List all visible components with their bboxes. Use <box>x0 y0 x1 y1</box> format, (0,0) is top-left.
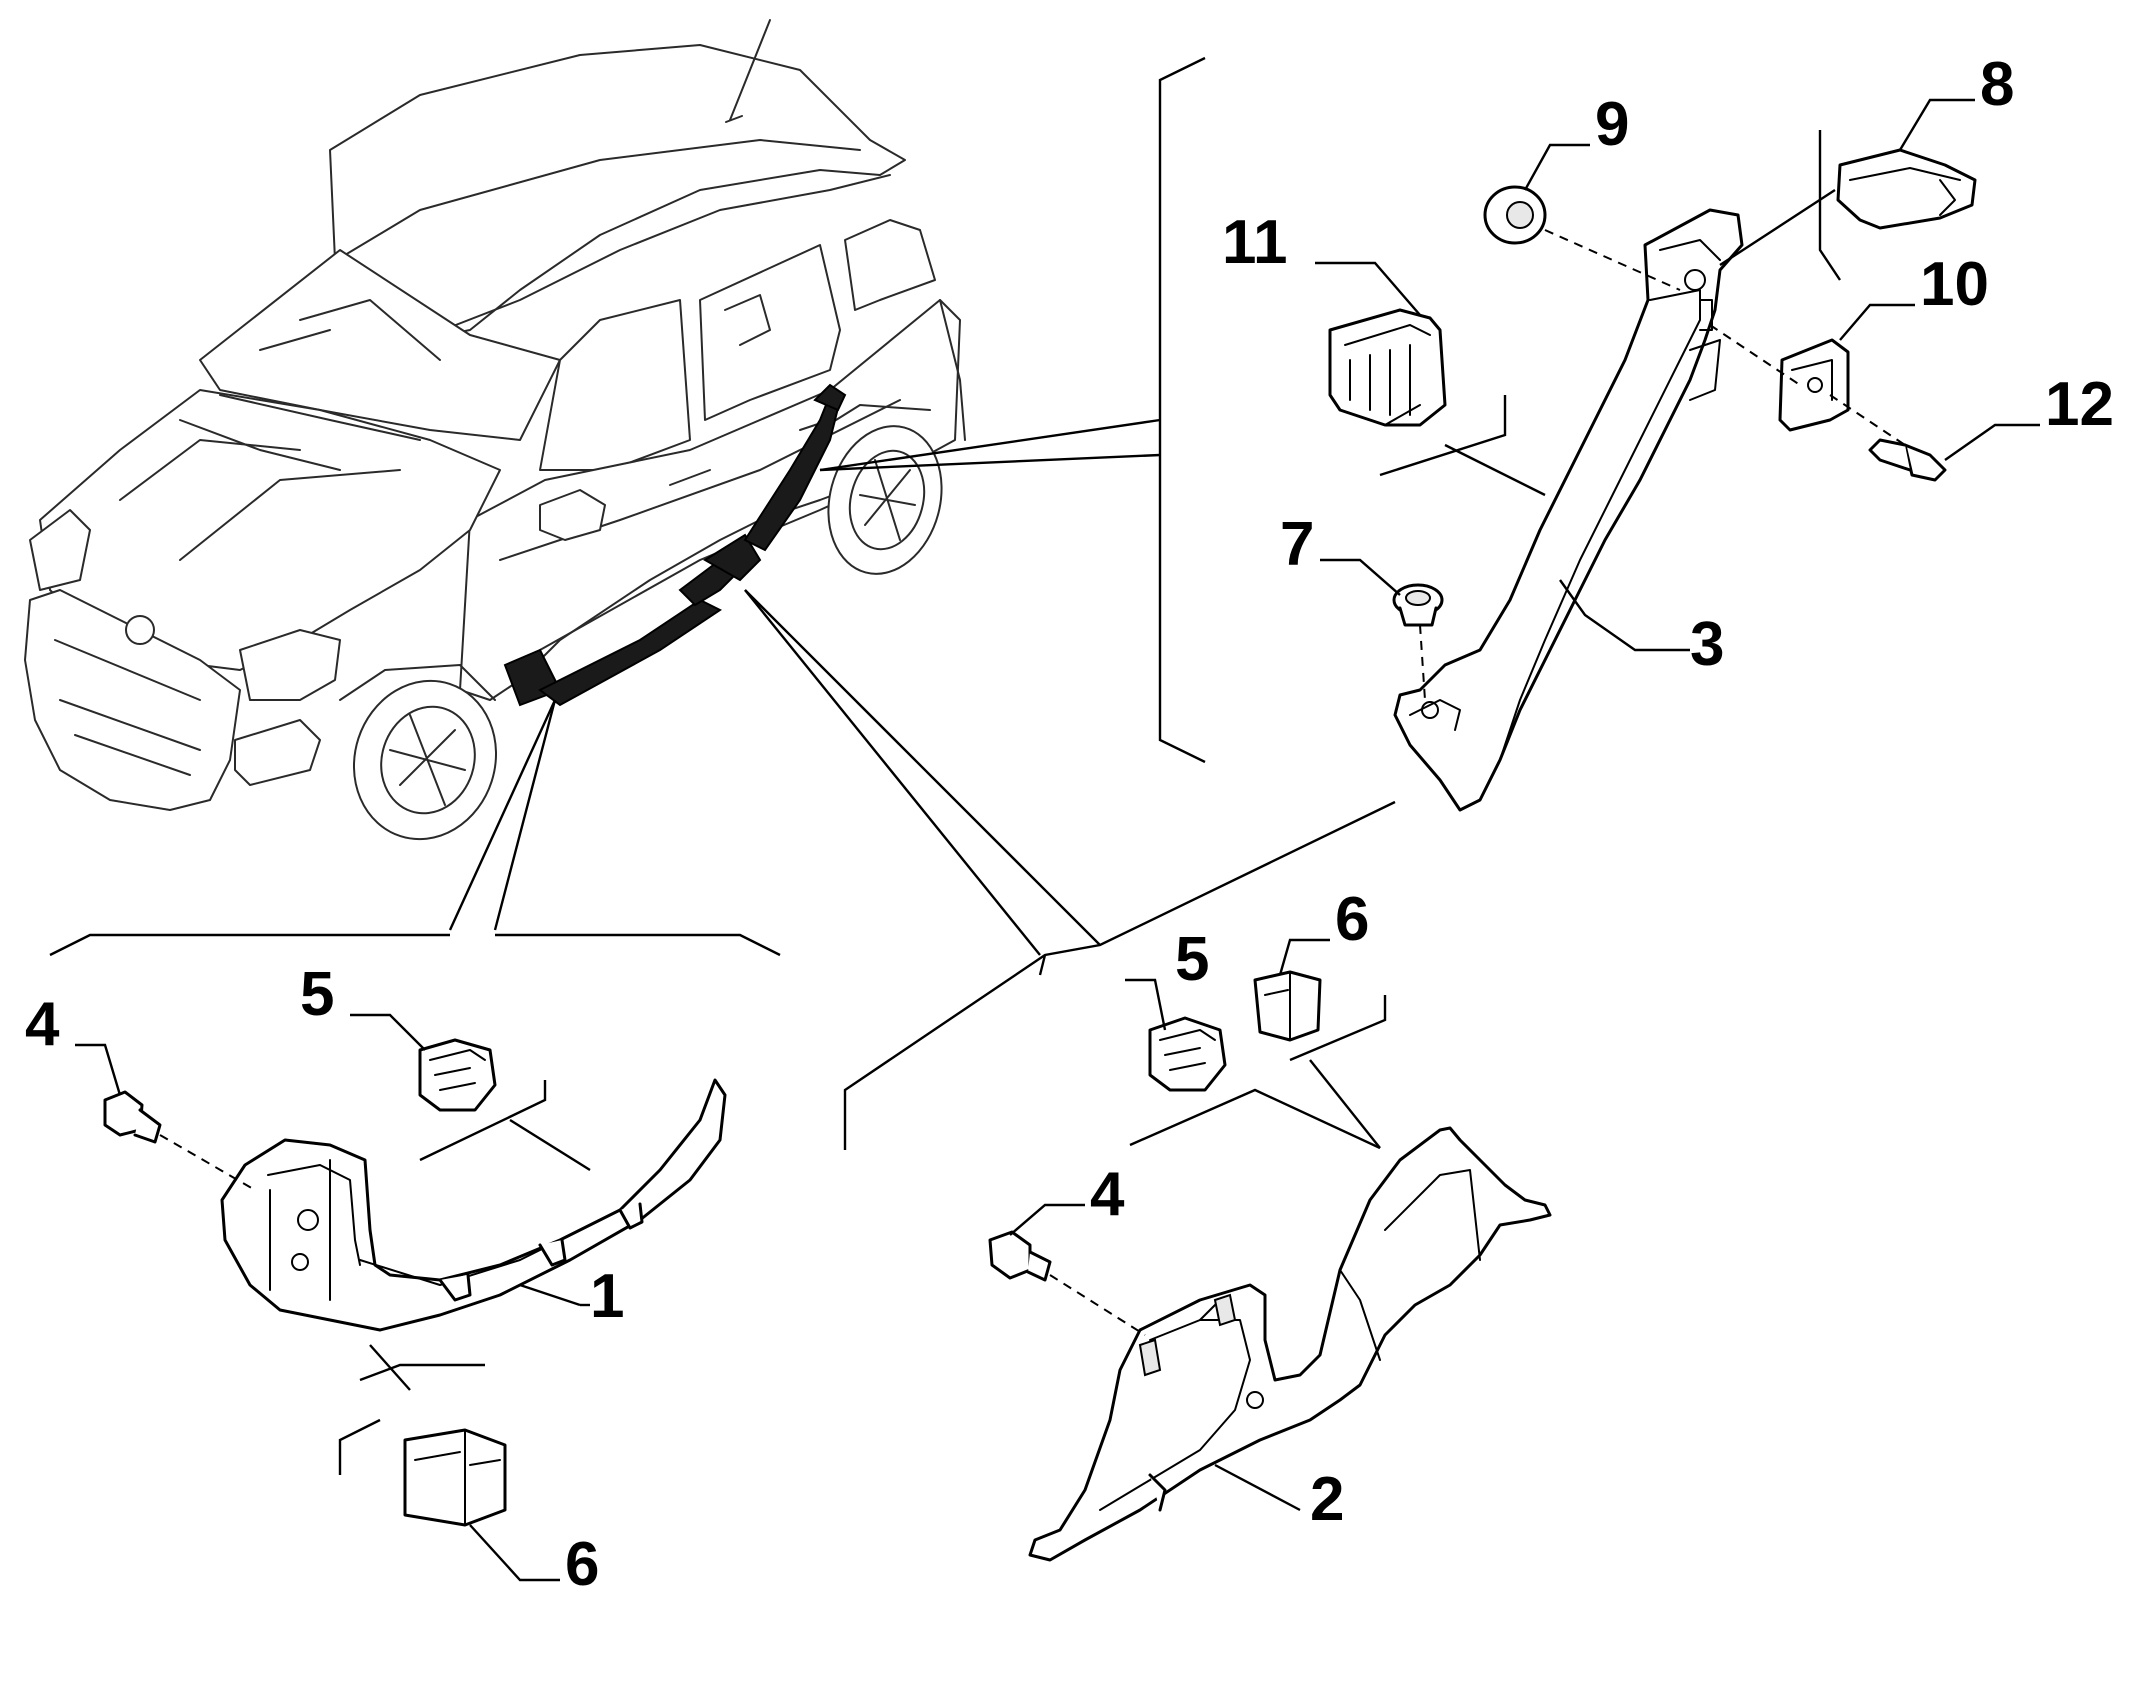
callout-10: 10 <box>1920 250 1989 319</box>
car-to-parts-leaders <box>448 418 1161 956</box>
part-5-clip-right <box>1148 1016 1227 1092</box>
callout-1: 1 <box>590 1262 624 1331</box>
callout-7: 7 <box>1280 510 1314 579</box>
part-5-clip-left <box>418 1038 591 1172</box>
callout-5-left: 5 <box>300 960 334 1029</box>
callout-numbers: 1 2 3 4 4 5 5 6 6 7 8 9 10 11 12 <box>25 50 2114 1599</box>
callout-leaders <box>75 98 2040 1582</box>
part-3-pillar-trim <box>1393 208 1744 812</box>
group-brackets <box>49 56 1396 1150</box>
part-11-clip <box>1328 308 1546 497</box>
callout-2: 2 <box>1310 1465 1344 1534</box>
callout-9: 9 <box>1595 90 1629 159</box>
part-6-bracket-left <box>338 1344 507 1527</box>
part-2-sill-trim <box>1028 1126 1552 1562</box>
part-4-screw-left <box>103 1090 256 1191</box>
part-8-cap <box>1719 130 1977 281</box>
part-6-bracket-right <box>1253 970 1322 1042</box>
callout-12: 12 <box>2045 370 2114 439</box>
callout-6-left: 6 <box>565 1530 599 1599</box>
vehicle-illustration <box>24 19 966 841</box>
part-12-screw <box>1829 394 1947 482</box>
part-4-screw-right <box>988 1230 1146 1336</box>
callout-5-right: 5 <box>1175 925 1209 994</box>
callout-8: 8 <box>1980 50 2014 119</box>
callout-4-left: 4 <box>25 990 60 1059</box>
callout-11: 11 <box>1222 208 1288 277</box>
callout-4-right: 4 <box>1090 1160 1125 1229</box>
part-9-grommet <box>1483 185 1681 291</box>
part-7-push-nut <box>1392 583 1444 701</box>
callout-3: 3 <box>1690 610 1724 679</box>
part-10-clip <box>1709 324 1850 432</box>
part-2-group-brackets <box>1129 995 1387 1150</box>
part-1-sill-trim <box>220 1078 727 1332</box>
callout-6-right: 6 <box>1335 885 1369 954</box>
